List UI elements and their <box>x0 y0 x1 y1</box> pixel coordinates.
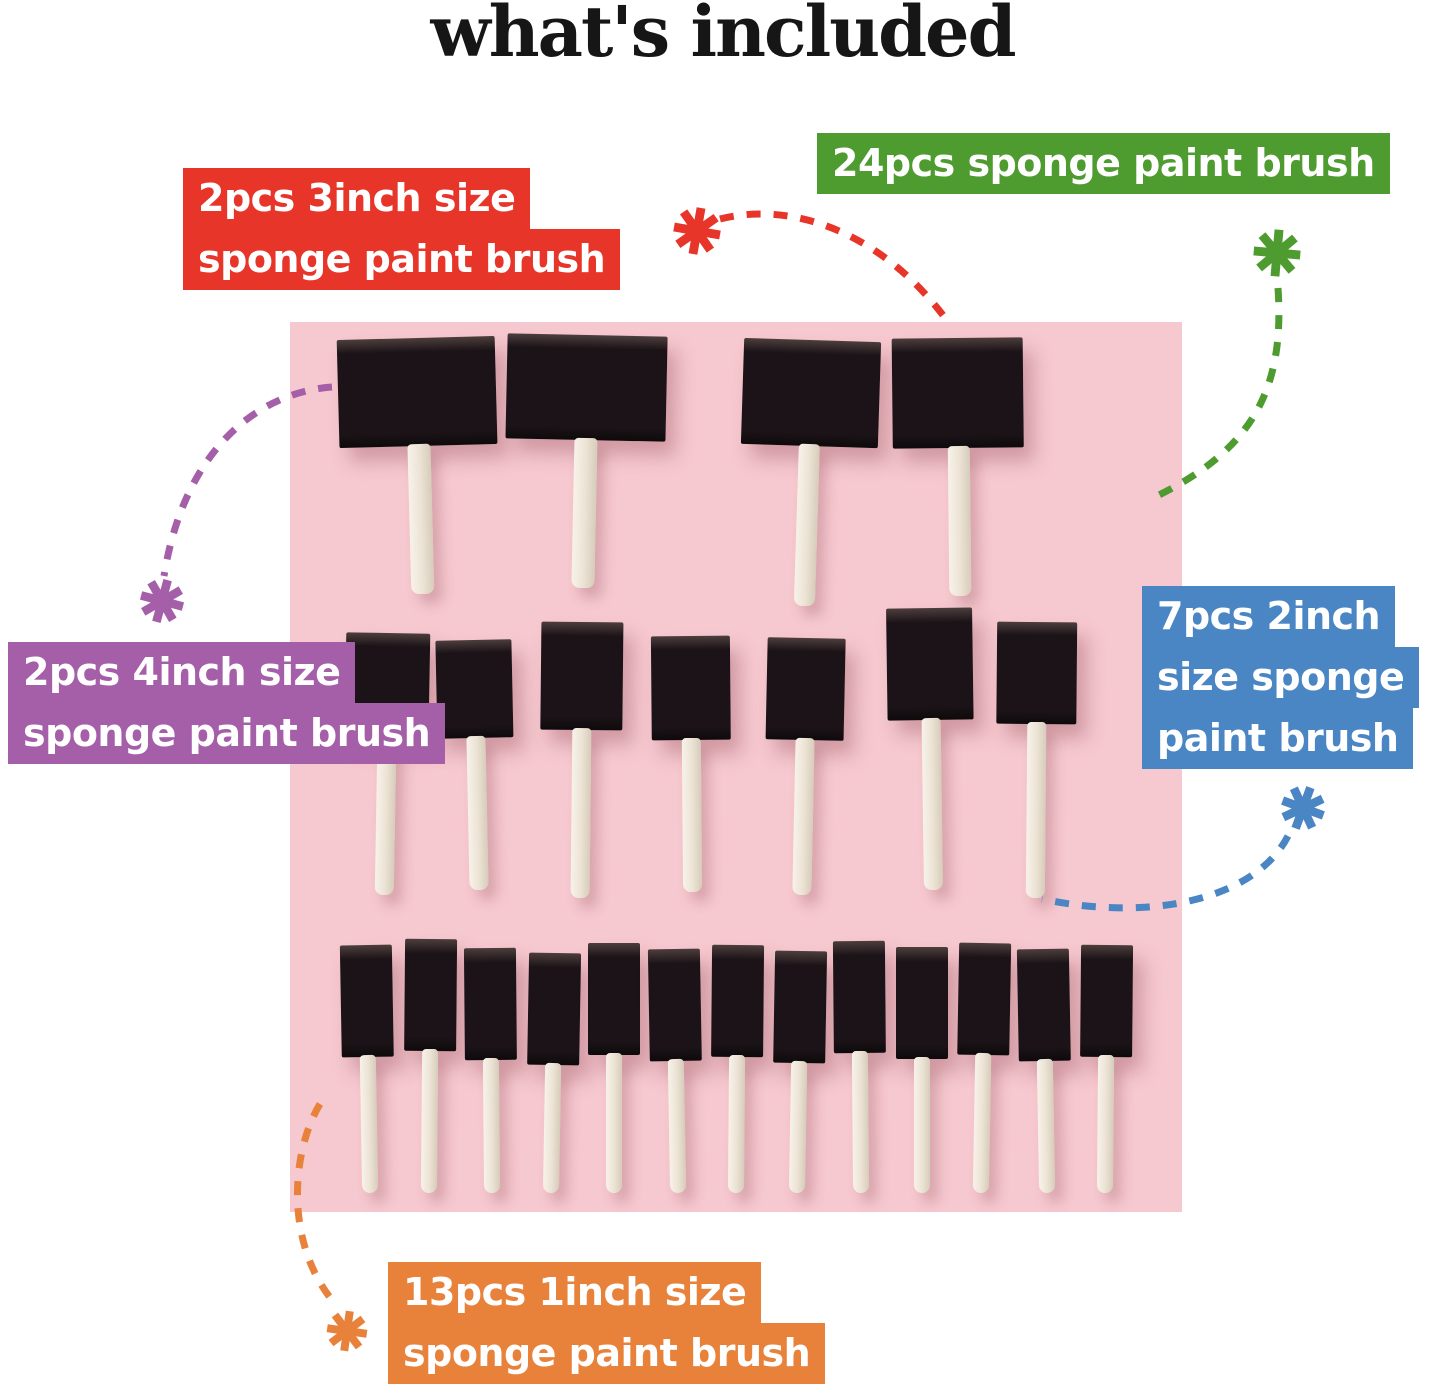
wooden-handle <box>542 1062 561 1194</box>
sponge-brush-bottom-row <box>524 952 581 1194</box>
foam-head <box>403 938 457 1052</box>
foam-head <box>339 944 394 1058</box>
wooden-handle <box>570 727 591 899</box>
wooden-handle <box>606 1053 622 1193</box>
foam-head <box>650 635 731 741</box>
foam-head <box>1016 948 1071 1062</box>
label-1inch-sponge: 13pcs 1inch size sponge paint brush <box>388 1262 826 1384</box>
foam-head <box>647 948 702 1062</box>
sponge-brush-middle-row <box>762 637 846 896</box>
foam-head <box>996 621 1078 725</box>
foam-head <box>740 337 882 449</box>
foam-head <box>1080 944 1134 1058</box>
foam-head <box>463 947 517 1061</box>
foam-head <box>711 944 765 1058</box>
wooden-handle <box>681 737 703 893</box>
wooden-handle <box>788 1060 807 1194</box>
foam-head <box>832 940 886 1054</box>
sponge-brush-bottom-row <box>647 948 703 1194</box>
blue-asterisk-icon <box>1281 786 1325 830</box>
sponge-brush-middle-row <box>886 607 976 891</box>
sponge-brush-middle-row <box>435 639 516 891</box>
wooden-handle <box>851 1050 870 1194</box>
label-24pcs-sponge: 24pcs sponge paint brush <box>817 133 1390 194</box>
sponge-brush-top-row <box>336 335 502 596</box>
sponge-brush-top-row <box>502 333 668 589</box>
wooden-handle <box>972 1052 992 1194</box>
sponge-brush-bottom-row <box>1016 948 1072 1194</box>
foam-head <box>765 637 846 741</box>
sponge-brush-bottom-row <box>832 940 887 1194</box>
wooden-handle <box>667 1058 686 1194</box>
label-line: sponge paint brush <box>183 229 621 290</box>
foam-head <box>895 947 948 1059</box>
label-line: 13pcs 1inch size <box>388 1262 762 1323</box>
red-connector-line <box>719 210 951 325</box>
sponge-brush-bottom-row <box>710 944 765 1194</box>
label-line: paint brush <box>1142 708 1414 769</box>
wooden-handle <box>570 437 597 589</box>
sponge-brush-bottom-row <box>339 944 396 1194</box>
label-line: 7pcs 2inch <box>1142 586 1396 647</box>
foam-head <box>505 333 668 442</box>
label-line: 2pcs 4inch size <box>8 642 356 703</box>
foam-head <box>957 942 1012 1056</box>
foam-head <box>886 607 974 721</box>
sponge-brush-top-row <box>891 337 1026 597</box>
foam-head <box>336 335 498 449</box>
label-4inch-sponge: 2pcs 4inch size sponge paint brush <box>8 642 446 764</box>
product-photo-panel <box>290 322 1182 1212</box>
sponge-brush-top-row <box>736 337 882 608</box>
wooden-handle <box>921 717 943 891</box>
purple-asterisk-icon <box>139 578 185 624</box>
foam-head <box>540 621 624 731</box>
sponge-brush-middle-row <box>539 621 624 899</box>
page-title: what's included <box>430 0 1016 73</box>
wooden-handle <box>420 1048 438 1194</box>
sponge-brush-bottom-row <box>588 943 640 1193</box>
label-line: 2pcs 3inch size <box>183 168 531 229</box>
wooden-handle <box>465 735 489 891</box>
foam-head <box>588 943 640 1055</box>
wooden-handle <box>727 1054 746 1194</box>
wooden-handle <box>791 737 815 896</box>
wooden-handle <box>913 1057 930 1193</box>
orange-asterisk-icon <box>326 1310 368 1352</box>
wooden-handle <box>793 443 820 607</box>
label-line: size sponge <box>1142 647 1420 708</box>
foam-head <box>891 337 1024 449</box>
wooden-handle <box>482 1057 501 1194</box>
sponge-brush-bottom-row <box>402 938 457 1194</box>
foam-head <box>435 639 514 739</box>
wooden-handle <box>1036 1058 1055 1194</box>
wooden-handle <box>1096 1054 1115 1194</box>
sponge-brush-middle-row <box>995 621 1078 899</box>
sponge-brush-middle-row <box>650 635 732 893</box>
wooden-handle <box>947 445 971 597</box>
label-line: sponge paint brush <box>388 1323 826 1384</box>
label-3inch-sponge: 2pcs 3inch size sponge paint brush <box>183 168 621 290</box>
foam-head <box>526 952 581 1066</box>
sponge-brush-bottom-row <box>895 947 948 1193</box>
sponge-brush-bottom-row <box>1079 944 1134 1194</box>
green-asterisk-icon <box>1253 229 1301 277</box>
red-asterisk-icon <box>673 207 721 255</box>
label-2inch-sponge: 7pcs 2inch size sponge paint brush <box>1142 586 1420 769</box>
wooden-handle <box>1025 721 1046 899</box>
foam-head <box>772 950 827 1064</box>
sponge-brush-bottom-row <box>955 942 1012 1194</box>
label-line: sponge paint brush <box>8 703 446 764</box>
sponge-brush-bottom-row <box>770 950 827 1194</box>
wooden-handle <box>359 1054 379 1194</box>
wooden-handle <box>406 443 434 595</box>
label-line: 24pcs sponge paint brush <box>817 133 1390 194</box>
sponge-brush-bottom-row <box>463 947 518 1194</box>
